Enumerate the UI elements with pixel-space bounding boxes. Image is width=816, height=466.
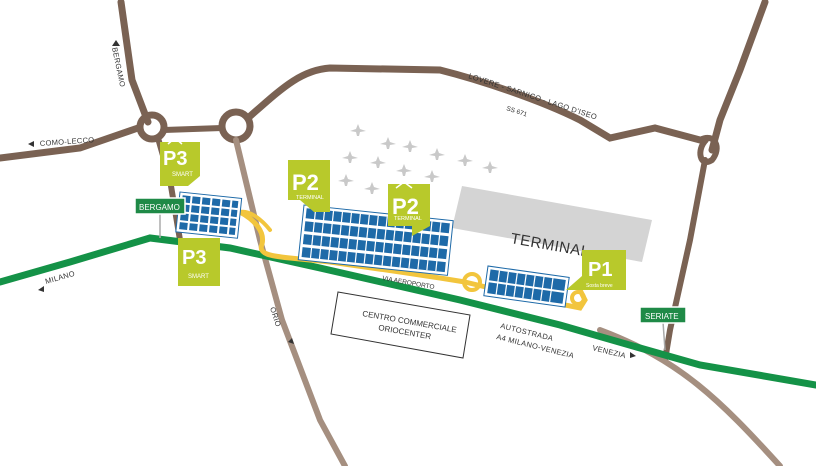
p1-code: P1: [588, 259, 612, 281]
p1-sub: Sosta breve: [586, 283, 613, 289]
sign-seriate: SERIATE: [639, 306, 687, 351]
arrow-bergamo: [112, 40, 120, 46]
road-southeast: [597, 327, 783, 466]
p2-east-code: P2: [392, 194, 419, 219]
parking-badge-p2-east[interactable]: P2 TERMINAL: [388, 181, 430, 236]
parking-badge-p2-west[interactable]: P2 TERMINAL: [288, 160, 330, 212]
road-seriate: [662, 157, 708, 363]
parking-badge-p3-south[interactable]: P3 SMART: [178, 238, 220, 286]
label-ss671: SS 671: [505, 105, 528, 118]
p2-west-sub: TERMINAL: [296, 195, 324, 201]
p2-west-code: P2: [292, 170, 319, 195]
road-orio-south: [233, 137, 348, 466]
sign-bergamo: BERGAMO: [134, 197, 186, 238]
road-bergamo-north: [117, 0, 152, 126]
arrow-venezia: [630, 352, 636, 358]
road-west-link: [161, 125, 225, 133]
parking-lot-p3: [175, 191, 243, 239]
parking-badge-p3-north[interactable]: P3 SMART: [160, 137, 200, 186]
label-como-lecco: COMO-LECCO: [40, 135, 95, 148]
arrow-milano: [38, 286, 44, 292]
road-lovere: [244, 64, 704, 144]
parking-badge-p1[interactable]: P1 Sosta breve: [566, 250, 626, 290]
sign-bergamo-label: BERGAMO: [139, 203, 180, 212]
shopping-center: CENTRO COMMERCIALE ORIOCENTER: [330, 291, 471, 359]
label-lovere: LOVERE - SARNICO - LAGO D'ISEO: [467, 71, 598, 121]
road-northeast: [708, 0, 769, 154]
arrow-como-lecco: [28, 141, 34, 147]
roundabout-west: [136, 111, 168, 143]
parking-lot-p1: [483, 265, 570, 308]
road-como-lecco: [0, 124, 142, 162]
p3-north-sub: SMART: [172, 172, 193, 178]
sign-seriate-label: SERIATE: [645, 312, 679, 321]
p3-north-code: P3: [163, 148, 187, 170]
arrow-orio: [288, 338, 294, 344]
p3-south-sub: SMART: [188, 274, 209, 280]
p2-east-sub: TERMINAL: [394, 216, 422, 222]
direction-arrows: [28, 40, 636, 358]
road-east-loop: [697, 135, 720, 165]
p3-south-code: P3: [182, 247, 206, 269]
highway-a4: [0, 234, 816, 389]
